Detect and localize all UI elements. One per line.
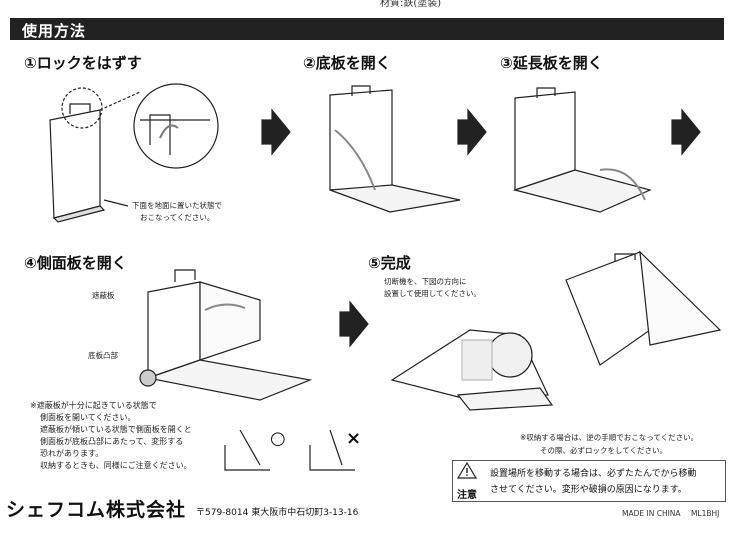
folded-unit-illustration [49,109,101,219]
base-bump-label: 底板凸部 [88,351,118,360]
ng-mark: × [346,428,362,449]
warning-box [452,460,726,502]
warning-text-1: 設置場所を移動する場合は、必ずたたんでから移動 [490,469,697,479]
complete-note-2: 設置して使用してください。 [384,289,481,298]
warning-text: 設置場所を移動する場合は、必ずたたんでから移動 させてください。変形や破損の原因… [490,466,697,498]
ground-note-2: おこなってください。 [140,213,215,222]
warning-label: 注意 [457,490,477,501]
step-5-title: ⑤完成 [368,254,411,272]
arrow-right-2 [457,108,487,156]
step-2-illustration [329,89,393,191]
company-address: 〒579-8014 東大阪市中石切町3-13-16 [196,508,359,518]
arrow-right-1 [261,108,291,156]
caution-line-5: 恐れがあります。 [40,449,104,458]
caution-line-2: 側面板を開いてください。 [40,413,136,422]
stored-unit-illustration [565,251,651,366]
warning-text-2: させてください。変形や破損の原因になります。 [490,485,687,495]
caution-line-3: 遮蔽板が傾いている状態で側面板を開くと [40,425,192,434]
arrow-right-3 [671,108,701,156]
section-header: 使用方法 [10,18,724,40]
caution-line-6: 収納するときも、同様にご注意ください。 [40,461,192,470]
caution-line-1: ※遮蔽板が十分に起きている状態で [30,401,157,410]
step-2-title: ②底板を開く [303,54,391,72]
step-4-title: ④側面板を開く [24,254,127,272]
ok-mark: ○ [270,428,286,449]
shield-label: 遮蔽板 [92,291,115,300]
arrow-right-4 [339,300,369,348]
ground-note-1: 下面を地面に置いた状態で [132,201,222,210]
step-3-title: ③延長板を開く [500,54,603,72]
caution-line-4: 側面板が底板凸部にあたって、変形する [40,437,184,446]
made-in-label: MADE IN CHINA ML1BHJ [622,509,719,518]
detail-circle [61,87,103,129]
complete-note-1: 切断機を、下図の方向に [384,277,467,286]
company-name: シェフコム株式会社 [6,499,187,521]
made-in-text: MADE IN CHINA [622,509,681,518]
material-text: 材質:鉄(塗装) [380,0,442,9]
step-1-title: ①ロックをはずす [24,54,142,72]
ng-illustration [309,429,355,471]
storage-note-1: ※収納する場合は、逆の手順でおこなってください。 [520,433,699,442]
model-code: ML1BHJ [690,509,720,518]
storage-note-2: その際、必ずロックをしてください。 [540,446,668,455]
ok-illustration [224,429,270,471]
section-title: 使用方法 [22,22,87,40]
